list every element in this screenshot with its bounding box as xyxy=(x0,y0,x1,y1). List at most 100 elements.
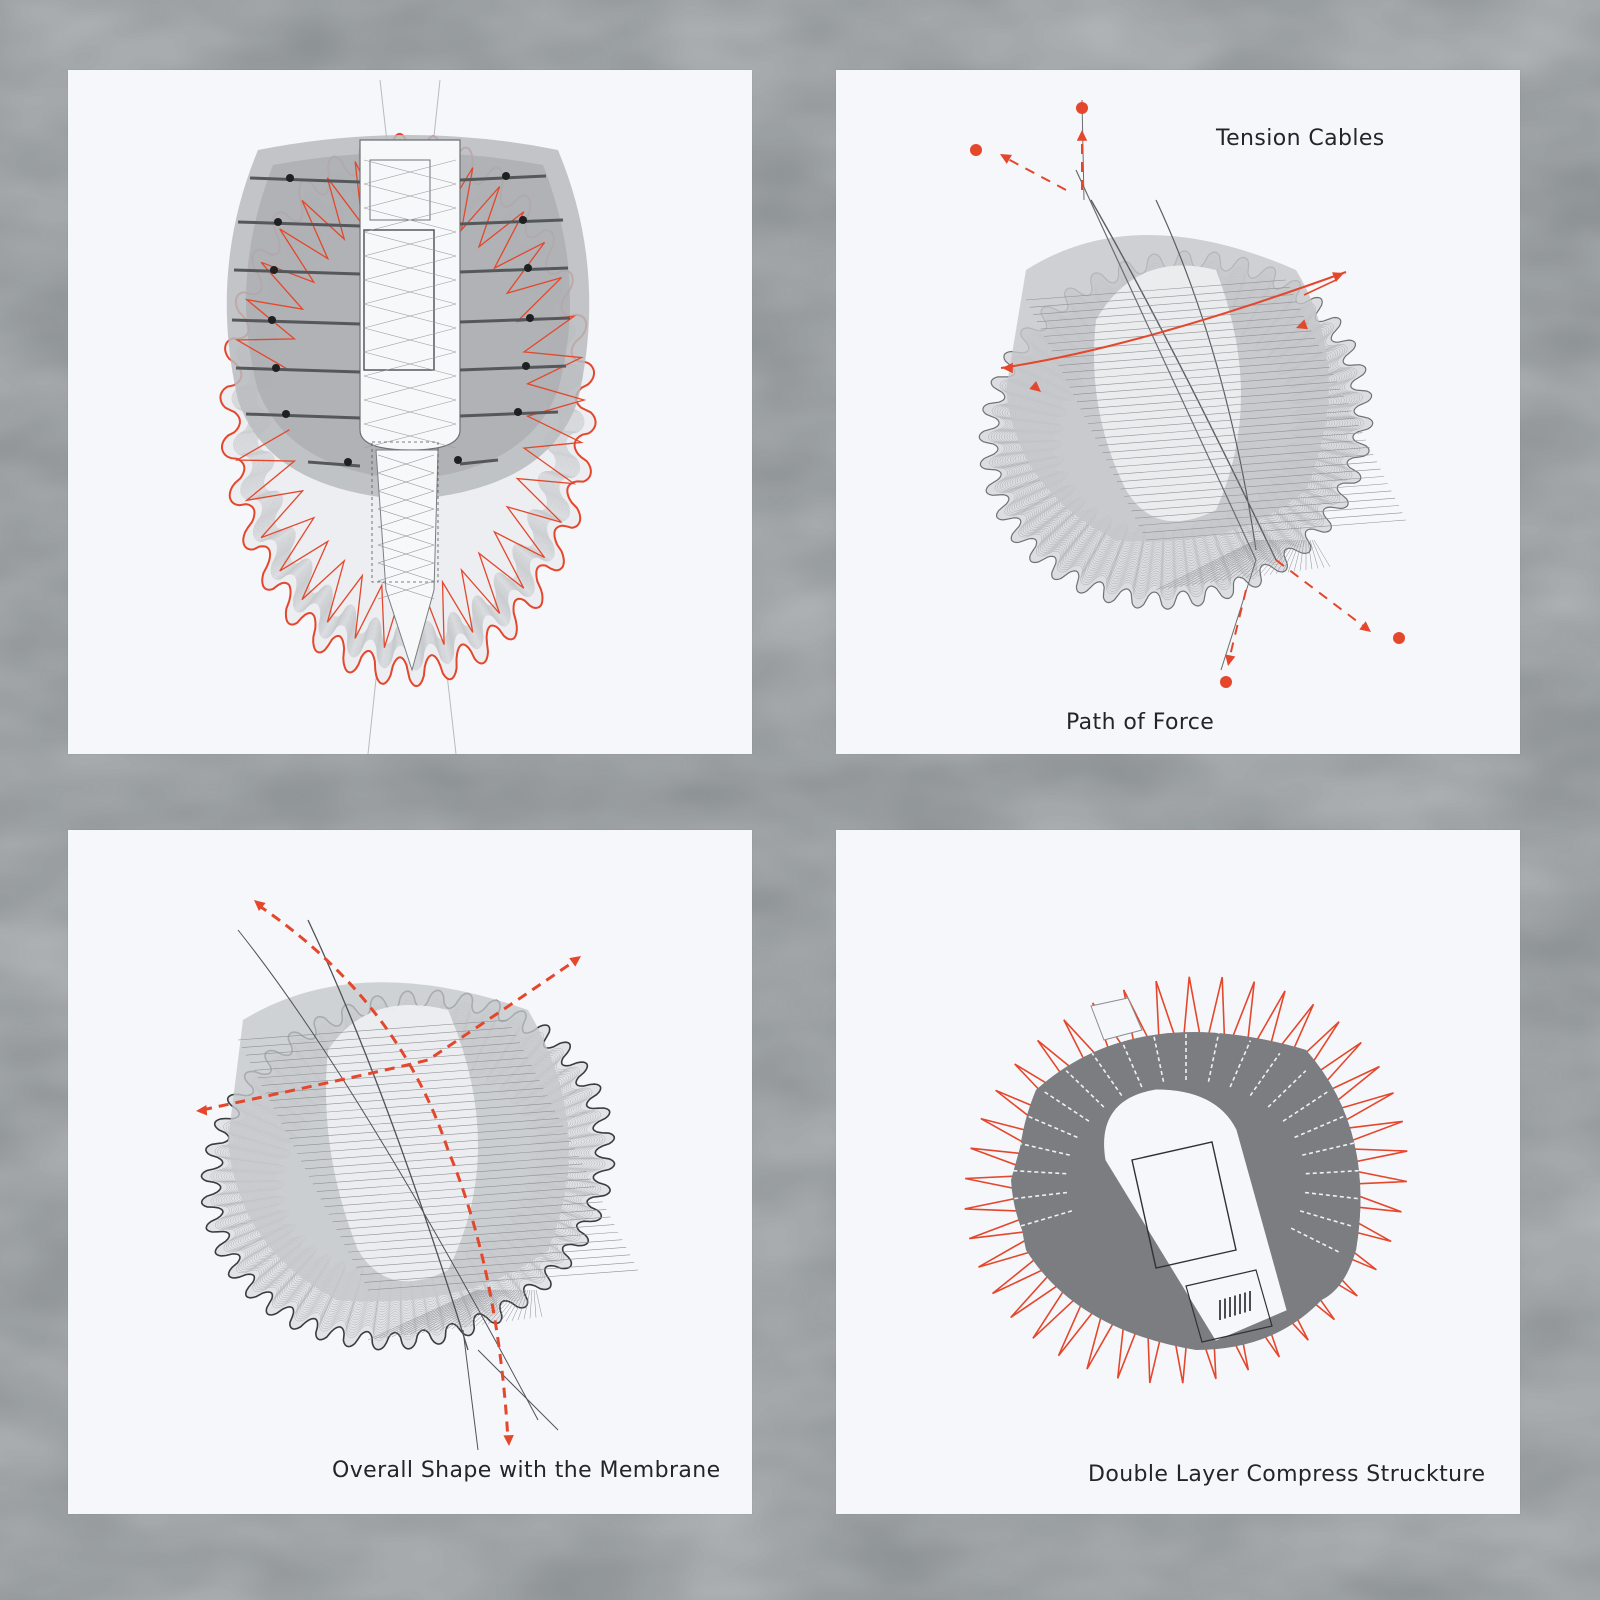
seat-row-line xyxy=(1282,1091,1329,1122)
seat-row-line xyxy=(1152,1032,1165,1082)
seat-row-line xyxy=(1016,1141,1070,1156)
path-of-force-label: Path of Force xyxy=(1066,710,1215,735)
anchor-dot xyxy=(344,458,352,466)
seat-row-line xyxy=(1091,1052,1123,1097)
radial-beam xyxy=(459,218,564,226)
radial-beam xyxy=(459,364,567,372)
seat-row-line xyxy=(1302,1141,1356,1156)
cable-arrow-stub xyxy=(1303,279,1337,296)
compress-view-panel: Double Layer Compress Struckture xyxy=(836,830,1520,1514)
base-fan xyxy=(1269,539,1295,575)
base-fan xyxy=(1287,539,1301,573)
base-fan xyxy=(403,1289,491,1336)
pitch-rect xyxy=(1131,1141,1237,1269)
arch-rib xyxy=(1155,199,1257,551)
arch-rib xyxy=(477,1349,559,1431)
base-fan xyxy=(1309,539,1319,569)
seat-row-line xyxy=(1120,1040,1143,1088)
force-arrowhead xyxy=(254,900,266,911)
base-fan xyxy=(433,1289,501,1332)
force-arrowhead xyxy=(196,1105,208,1116)
base-fan xyxy=(1161,539,1259,590)
base-fan xyxy=(1209,539,1275,584)
base-fan xyxy=(397,1289,489,1337)
base-fan xyxy=(1173,539,1263,588)
radial-beam xyxy=(245,412,361,420)
base-fan xyxy=(1313,539,1331,567)
arch-rib xyxy=(462,1329,479,1451)
tension-cable xyxy=(1000,271,1347,369)
pitch-bowl xyxy=(359,139,461,451)
base-fan xyxy=(385,1289,485,1338)
radial-beam xyxy=(233,268,361,276)
base-fan xyxy=(469,1289,513,1327)
anchor-dot xyxy=(502,172,510,180)
tail-dashed-rect xyxy=(371,441,439,583)
force-arrowhead xyxy=(1000,154,1012,164)
force-line xyxy=(1220,559,1257,671)
base-fan xyxy=(457,1289,509,1329)
base-fan xyxy=(1299,539,1305,571)
anchor-dot xyxy=(524,264,532,272)
cable-arrow-inner xyxy=(1296,319,1308,330)
arch-rib xyxy=(1090,199,1277,561)
compress-view-drawing xyxy=(964,976,1408,1384)
seat-row-line xyxy=(1011,1169,1067,1175)
radial-beam xyxy=(237,220,361,228)
seat-row-line xyxy=(1012,1191,1068,1200)
pitch-bowl xyxy=(1104,1089,1287,1341)
double-layer-label: Double Layer Compress Struckture xyxy=(1088,1462,1486,1487)
base-fan xyxy=(427,1289,499,1333)
base-fan xyxy=(1263,539,1293,576)
force-arrow xyxy=(1275,559,1367,629)
pitch-lower-rect xyxy=(1185,1269,1273,1343)
base-fan xyxy=(1167,539,1261,589)
membrane-view-panel: Overall Shape with the Membrane xyxy=(68,830,752,1514)
force-path xyxy=(257,903,510,1441)
base-fan xyxy=(1155,539,1257,591)
force-dot xyxy=(1220,676,1232,688)
radial-beam xyxy=(235,366,361,374)
base-fan xyxy=(1307,539,1313,570)
force-dot xyxy=(1076,102,1088,114)
base-fan xyxy=(1257,539,1291,577)
base-fan xyxy=(379,1289,483,1339)
radial-beam xyxy=(459,316,571,324)
base-fan xyxy=(1203,539,1273,584)
force-dot xyxy=(970,144,982,156)
light-band xyxy=(326,1005,478,1282)
seat-row-line xyxy=(1299,1210,1353,1228)
base-fan xyxy=(499,1289,523,1323)
plan-view-drawing xyxy=(219,79,597,754)
base-fan xyxy=(445,1289,505,1330)
seat-row-line xyxy=(1043,1091,1090,1122)
force-line xyxy=(1075,169,1257,561)
base-fan xyxy=(1233,539,1283,580)
anchor-dot xyxy=(519,216,527,224)
base-fan xyxy=(1281,539,1299,574)
base-fan xyxy=(1311,539,1325,568)
arch-rib xyxy=(307,919,469,1351)
radial-beam xyxy=(307,460,361,468)
anchor-dot xyxy=(274,218,282,226)
seat-row-line xyxy=(1294,1115,1345,1139)
seat-row-line xyxy=(1207,1032,1220,1082)
tension-view-drawing xyxy=(970,99,1407,688)
base-fan xyxy=(511,1289,527,1321)
force-arrowhead xyxy=(1359,621,1371,632)
pitch-top-rect xyxy=(369,159,431,221)
membrane-view-drawing xyxy=(196,900,639,1451)
cable-arrow-right xyxy=(1332,272,1344,282)
base-fan xyxy=(1275,539,1297,575)
radial-beam xyxy=(459,458,499,466)
force-path xyxy=(201,958,577,1112)
base-fan xyxy=(439,1289,503,1331)
anchor-dot xyxy=(286,174,294,182)
force-arrowhead xyxy=(1076,130,1088,141)
base-fan xyxy=(409,1289,493,1335)
base-fan xyxy=(415,1289,495,1334)
force-arrowhead xyxy=(569,956,581,967)
base-fan xyxy=(475,1289,515,1326)
base-fan xyxy=(367,1289,479,1341)
base-fan xyxy=(1239,539,1285,579)
